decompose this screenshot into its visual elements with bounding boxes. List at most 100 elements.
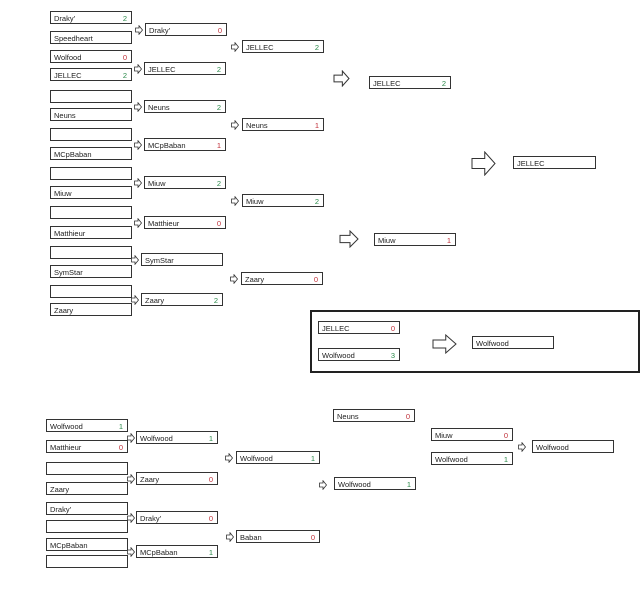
bracket-winner-slot: Wolfwood bbox=[532, 440, 614, 453]
player-score: 2 bbox=[122, 14, 127, 23]
player-name: JELLEC bbox=[517, 159, 545, 168]
player-name: MCpBaban bbox=[54, 150, 92, 159]
advance-arrow-icon bbox=[127, 547, 135, 557]
advance-arrow-icon bbox=[471, 151, 496, 176]
player-score: 2 bbox=[314, 197, 319, 206]
player-score: 1 bbox=[406, 480, 411, 489]
player-name: JELLEC bbox=[54, 71, 82, 80]
player-score: 0 bbox=[217, 26, 222, 35]
bracket-slot bbox=[46, 520, 128, 533]
bracket-slot: MCpBaban 1 bbox=[136, 545, 218, 558]
bracket-slot: Zaary bbox=[50, 303, 132, 316]
player-name: SymStar bbox=[145, 256, 174, 265]
player-name: MCpBaban bbox=[140, 548, 178, 557]
player-name: Miuw bbox=[435, 431, 453, 440]
player-name: Wolfwood bbox=[435, 455, 468, 464]
player-score: 1 bbox=[446, 236, 451, 245]
advance-arrow-icon bbox=[131, 295, 139, 305]
player-score: 0 bbox=[208, 475, 213, 484]
bracket-slot bbox=[50, 90, 132, 103]
player-name: Matthieur bbox=[54, 229, 86, 238]
player-score: 0 bbox=[208, 514, 213, 523]
player-name: Draky' bbox=[50, 505, 72, 514]
bracket-slot: Wolfwood 1 bbox=[136, 431, 218, 444]
player-name: Neuns bbox=[54, 111, 76, 120]
advance-arrow-icon bbox=[127, 474, 135, 484]
player-name: Miuw bbox=[378, 236, 396, 245]
advance-arrow-icon bbox=[134, 218, 142, 228]
bracket-slot: JELLEC 2 bbox=[50, 68, 132, 81]
player-score: 1 bbox=[503, 455, 508, 464]
player-score: 2 bbox=[216, 103, 221, 112]
player-name: Wolfood bbox=[54, 53, 82, 62]
player-score: 1 bbox=[314, 121, 319, 130]
bracket-slot: Draky' 0 bbox=[145, 23, 227, 36]
bracket-slot bbox=[50, 167, 132, 180]
player-name: Miuw bbox=[54, 189, 72, 198]
player-score: 1 bbox=[208, 434, 213, 443]
player-name: Draky' bbox=[149, 26, 171, 35]
player-name: JELLEC bbox=[373, 79, 401, 88]
bracket-slot bbox=[50, 246, 132, 259]
player-score: 0 bbox=[405, 412, 410, 421]
advance-arrow-icon bbox=[225, 453, 233, 463]
bracket-slot: Draky' bbox=[46, 502, 128, 515]
bracket-slot: JELLEC 2 bbox=[369, 76, 451, 89]
player-score: 0 bbox=[216, 219, 221, 228]
bracket-slot: MCpBaban bbox=[50, 147, 132, 160]
grand-final-frame bbox=[310, 310, 640, 373]
advance-arrow-icon bbox=[134, 178, 142, 188]
player-score: 0 bbox=[118, 443, 123, 452]
player-score: 2 bbox=[216, 65, 221, 74]
player-name: JELLEC bbox=[322, 324, 350, 333]
bracket-slot: Zaary 0 bbox=[136, 472, 218, 485]
player-name: Zaary bbox=[245, 275, 265, 284]
player-name: Wolfwood bbox=[476, 339, 509, 348]
player-score: 2 bbox=[122, 71, 127, 80]
advance-arrow-icon bbox=[134, 64, 142, 74]
advance-arrow-icon bbox=[339, 230, 359, 248]
advance-arrow-icon bbox=[231, 42, 239, 52]
player-name: Speedheart bbox=[54, 34, 93, 43]
player-name: Miuw bbox=[246, 197, 264, 206]
player-name: Wolfwood bbox=[140, 434, 173, 443]
advance-arrow-icon bbox=[134, 102, 142, 112]
player-name: Matthieur bbox=[148, 219, 180, 228]
advance-arrow-icon bbox=[319, 480, 327, 490]
player-score: 1 bbox=[208, 548, 213, 557]
player-name: Zaary bbox=[140, 475, 160, 484]
player-name: Zaary bbox=[145, 296, 165, 305]
bracket-slot: Draky'2 bbox=[50, 11, 132, 24]
player-name: Zaary bbox=[54, 306, 74, 315]
bracket-slot: Speedheart bbox=[50, 31, 132, 44]
champion-slot: Wolfwood bbox=[472, 336, 554, 349]
player-name: JELLEC bbox=[148, 65, 176, 74]
player-name: JELLEC bbox=[246, 43, 274, 52]
player-name: Wolfwood bbox=[322, 351, 355, 360]
advance-arrow-icon bbox=[226, 532, 234, 542]
advance-arrow-icon bbox=[231, 120, 239, 130]
advance-arrow-icon bbox=[135, 25, 143, 35]
advance-arrow-icon bbox=[518, 442, 526, 452]
player-score: 1 bbox=[310, 454, 315, 463]
bracket-slot: Matthieur bbox=[50, 226, 132, 239]
player-score: 2 bbox=[441, 79, 446, 88]
player-name: Wolfwood bbox=[536, 443, 569, 452]
advance-arrow-icon bbox=[231, 196, 239, 206]
bracket-slot: Matthieur 0 bbox=[144, 216, 226, 229]
player-name: Wolfwood bbox=[338, 480, 371, 489]
player-name: Miuw bbox=[148, 179, 166, 188]
